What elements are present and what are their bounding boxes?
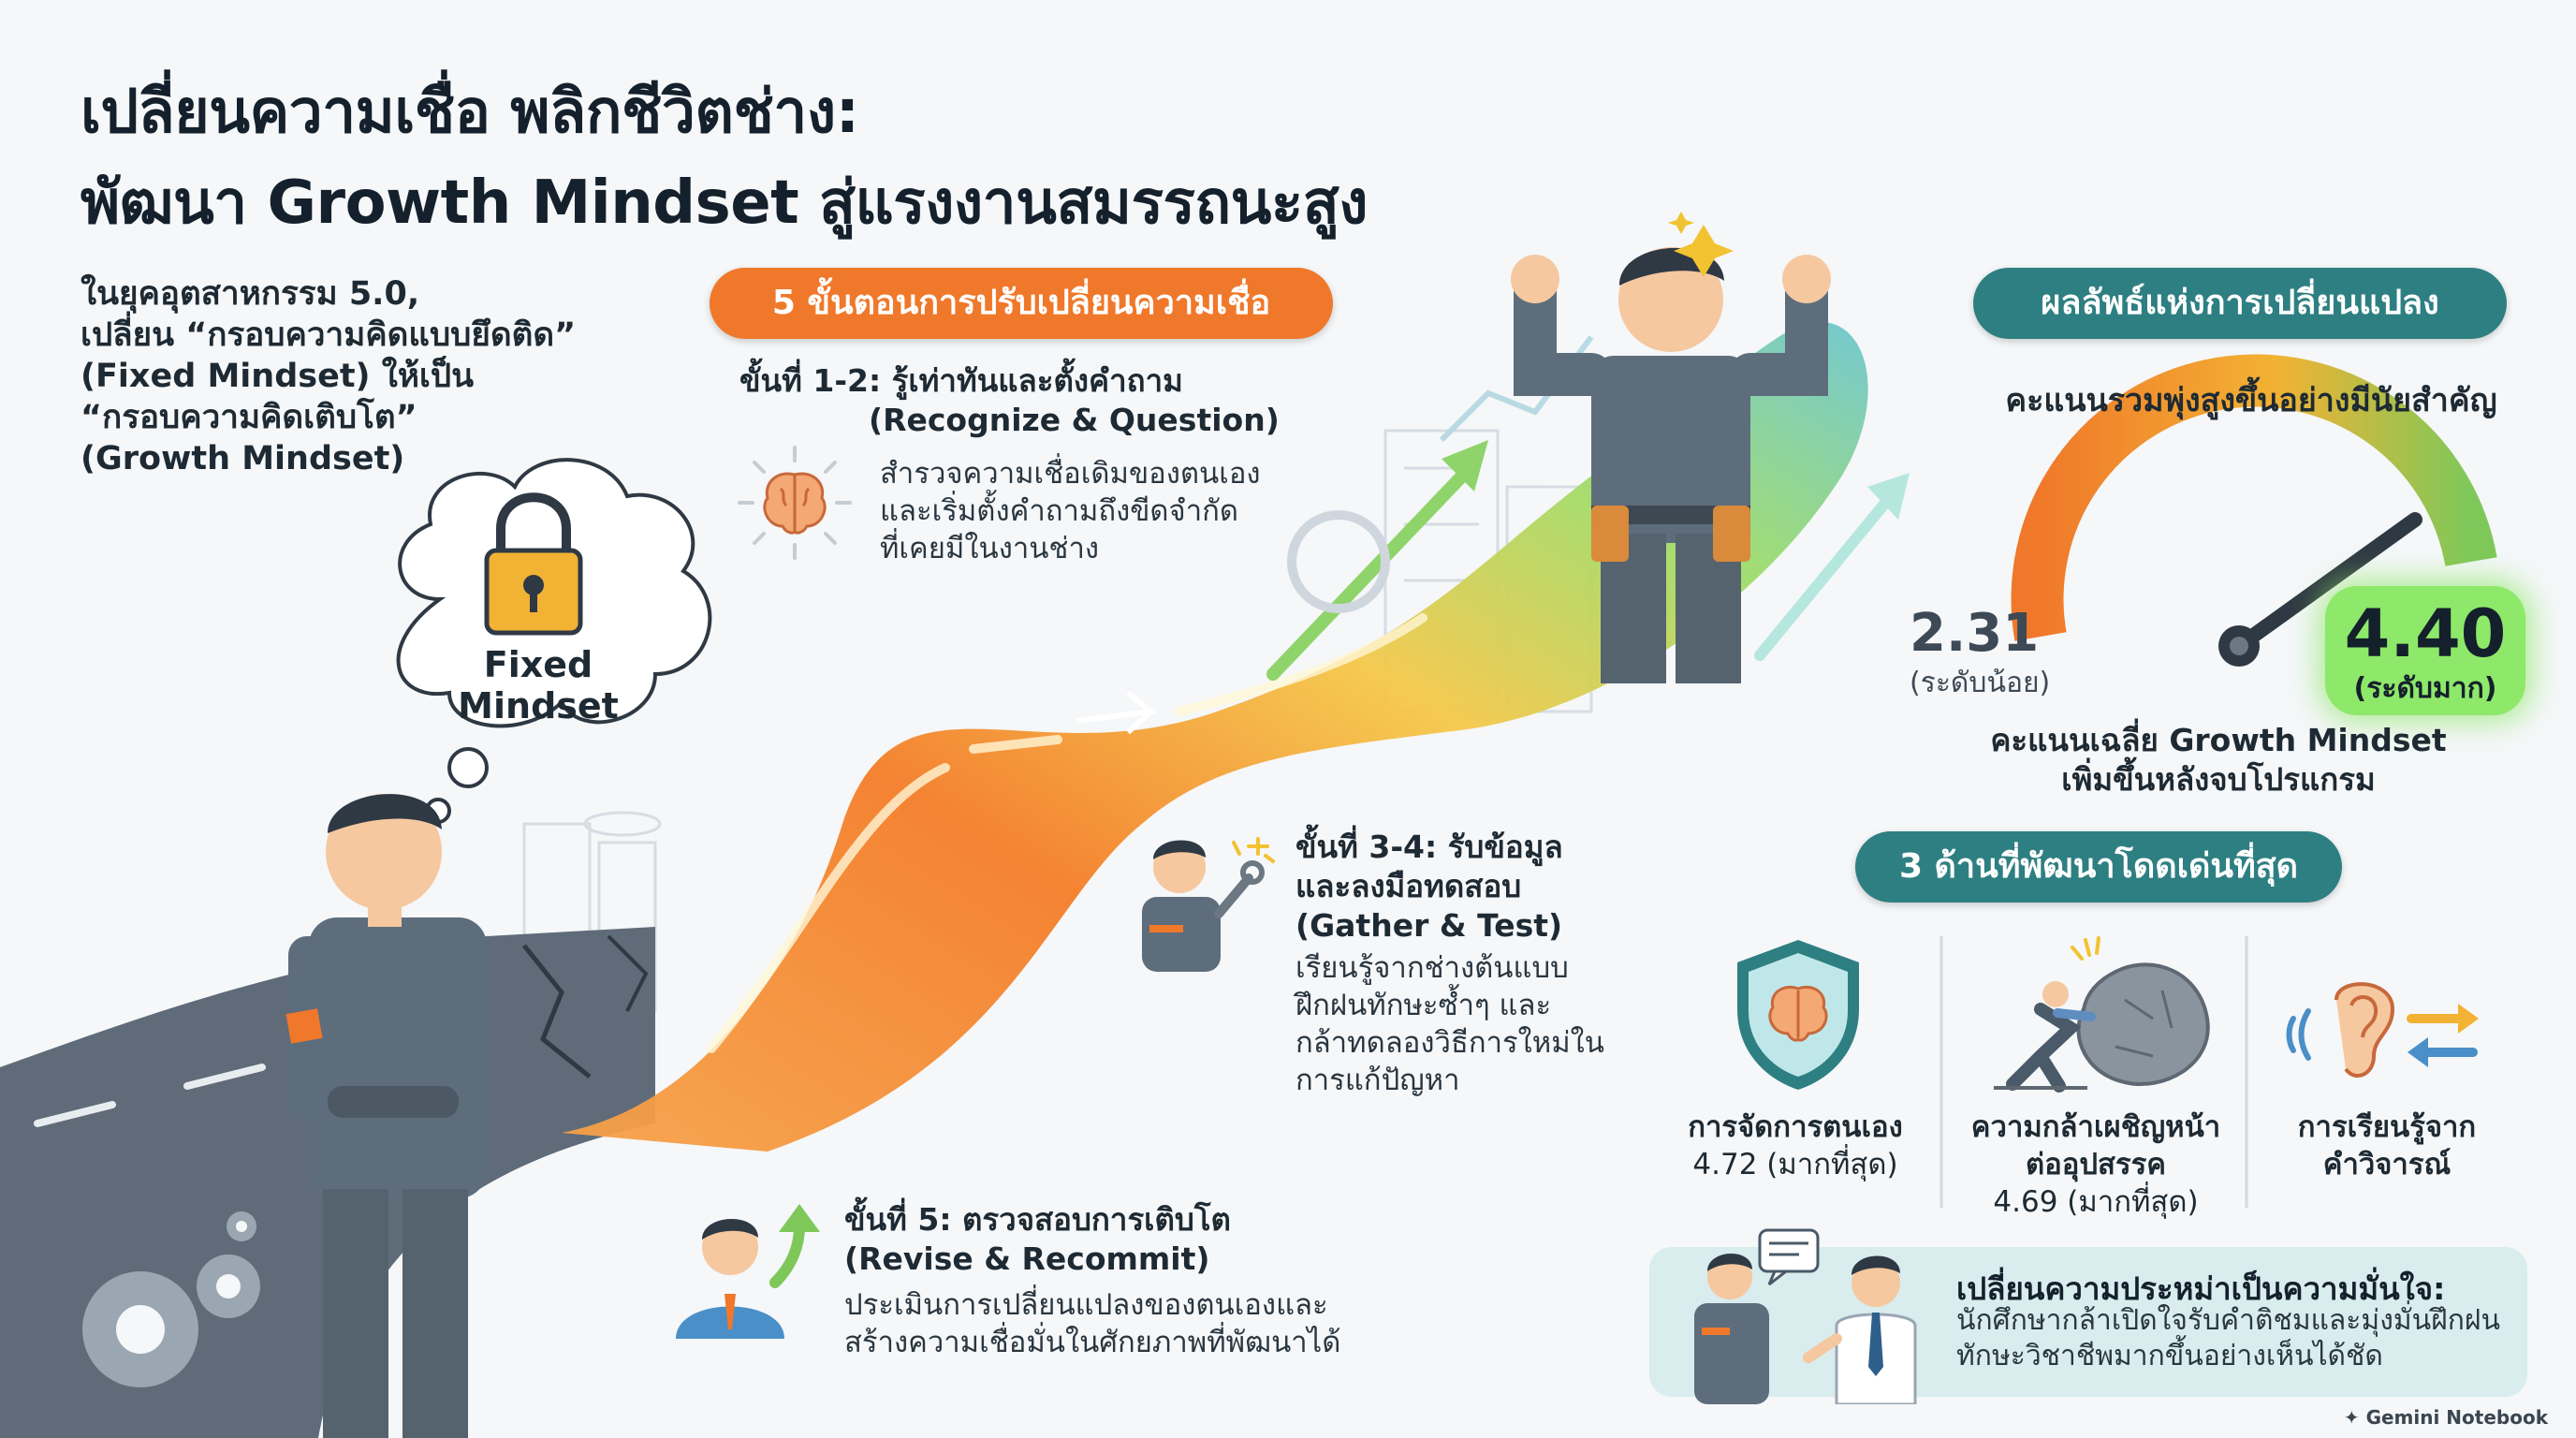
confidence-title: เปลี่ยนความประหม่าเป็นความมั่นใจ:	[1956, 1270, 2446, 1307]
mechanic-wrench-icon	[1142, 837, 1275, 972]
aspect-label: การเรียนรู้จาก	[2297, 1110, 2477, 1144]
gauge-caption-line: เพิ่มขึ้นหลังจบโปรแกรม	[2061, 761, 2376, 798]
step-body-line: ฝึกฝนทักษะซ้ำๆ และ	[1295, 989, 1552, 1022]
padlock-icon	[484, 492, 583, 636]
brain-icon	[738, 446, 852, 560]
aspect-label: คำวิจารณ์	[2322, 1148, 2452, 1181]
page-title-line1: เปลี่ยนความเชื่อ พลิกชีวิตช่าง:	[80, 78, 859, 147]
confidence-body-line: ทักษะวิชาชีพมากขึ้นอย่างเห็นได้ชัด	[1956, 1340, 2383, 1372]
step-body-line: เรียนรู้จากช่างต้นแบบ	[1295, 951, 1569, 985]
pushing-boulder-icon	[1994, 936, 2210, 1093]
intro-line: เปลี่ยน “กรอบความคิดแบบยึดติด”	[80, 316, 577, 354]
step-body-line: กล้าทดลองวิธีการใหม่ใน	[1295, 1026, 1604, 1060]
step-3-4-body: เรียนรู้จากช่างต้นแบบ ฝึกฝนทักษะซ้ำๆ และ…	[1295, 949, 1604, 1099]
fixed-mindset-cloud-label: Fixed Mindset	[402, 644, 674, 726]
step-body-line: ประเมินการเปลี่ยนแปลงของตนเองและ	[844, 1288, 1328, 1322]
step-title-line: ขั้นที่ 3-4: รับข้อมูล	[1295, 829, 1563, 865]
cloud-line: Mindset	[458, 685, 619, 726]
confidence-body-line: นักศึกษากล้าเปิดใจรับคำติชมและมุ่งมั่นฝึ…	[1956, 1304, 2500, 1337]
intro-line: “กรอบความคิดเติบโต”	[80, 399, 417, 436]
steps-header: 5 ขั้นตอนการปรับเปลี่ยนความเชื่อ	[710, 268, 1333, 339]
aspect-label: การจัดการตนเอง	[1688, 1110, 1903, 1144]
step-body-line: สร้างความเชื่อมั่นในศักยภาพที่พัฒนาได้	[844, 1326, 1341, 1359]
step-body-line: การแก้ปัญหา	[1295, 1064, 1460, 1097]
step-title-line: และลงมือทดสอบ	[1295, 868, 1522, 904]
aspect-label: ความกล้าเผชิญหน้า	[1970, 1110, 2221, 1144]
shield-brain-icon	[1737, 940, 1859, 1090]
aspect-score: 4.72 (มากที่สุด)	[1692, 1148, 1898, 1181]
intro-line: (Fixed Mindset) ให้เป็น	[80, 358, 474, 395]
intro-line: ในยุคอุตสาหกรรม 5.0,	[80, 275, 420, 313]
gauge-high-label: (ระดับมาก)	[2353, 672, 2497, 705]
page-title-line2: พัฒนา Growth Mindset สู่แรงงานสมรรถนะสูง	[80, 169, 1368, 238]
intro-line: (Growth Mindset)	[80, 440, 405, 477]
brand-text: Gemini Notebook	[2365, 1406, 2548, 1429]
gauge-low-label: (ระดับน้อย)	[1910, 667, 2051, 699]
gauge-caption: คะแนนเฉลี่ย Growth Mindset เพิ่มขึ้นหลัง…	[1956, 721, 2481, 800]
gauge-caption-line: คะแนนเฉลี่ย Growth Mindset	[1990, 722, 2447, 758]
step-title: ขั้นที่ 1-2: รู้เท่าทันและตั้งคำถาม (Rec…	[739, 361, 1280, 440]
aspect-courage: ความกล้าเผชิญหน้า ต่ออุปสรรค 4.69 (มากที…	[1951, 1108, 2241, 1221]
person-growth-arrow-icon	[676, 1204, 820, 1339]
brand-label: ✦ Gemini Notebook	[2344, 1406, 2548, 1429]
step-title-line: (Revise & Recommit)	[844, 1240, 1210, 1277]
step-title-line: ขั้นที่ 1-2: รู้เท่าทันและตั้งคำถาม	[739, 362, 1183, 399]
sparkle-icon: ✦	[2343, 1406, 2366, 1429]
aspect-label: ต่ออุปสรรค	[2025, 1148, 2166, 1181]
step-title-line: ขั้นที่ 5: ตรวจสอบการเติบโต	[844, 1201, 1231, 1238]
confidence-body: นักศึกษากล้าเปิดใจรับคำติชมและมุ่งมั่นฝึ…	[1956, 1303, 2500, 1374]
cloud-line: Fixed	[483, 644, 593, 685]
step-1-2-section: ขั้นที่ 1-2: รู้เท่าทันและตั้งคำถาม (Rec…	[739, 361, 1280, 440]
step-title-line: (Recognize & Question)	[869, 402, 1280, 438]
gauge-low-value: 2.31	[1910, 603, 2040, 664]
gauge-high-value: 4.40	[2344, 595, 2507, 672]
step-title-line: (Gather & Test)	[1295, 907, 1563, 944]
step-3-4-title: ขั้นที่ 3-4: รับข้อมูล และลงมือทดสอบ (Ga…	[1295, 828, 1563, 946]
step-body-line: สำรวจความเชื่อเดิมของตนเอง	[880, 457, 1261, 491]
step-5-title: ขั้นที่ 5: ตรวจสอบการเติบโต (Revise & Re…	[844, 1200, 1231, 1279]
results-header: ผลลัพธ์แห่งการเปลี่ยนแปลง	[1973, 268, 2507, 339]
gauge-subtitle: คะแนนรวมพุ่งสูงขึ้นอย่างมีนัยสำคัญ	[2005, 382, 2497, 419]
step-1-2-body: สำรวจความเชื่อเดิมของตนเอง และเริ่มตั้งค…	[880, 455, 1261, 567]
step-body-line: ที่เคยมีในงานช่าง	[880, 532, 1100, 565]
aspect-self-management: การจัดการตนเอง 4.72 (มากที่สุด)	[1655, 1108, 1936, 1183]
mentor-conversation-icon	[1694, 1228, 1917, 1404]
gauge-high-badge: 4.40 (ระดับมาก)	[2325, 586, 2525, 715]
aspect-learning-from-criticism: การเรียนรู้จาก คำวิจารณ์	[2247, 1108, 2527, 1183]
aspect-score: 4.69 (มากที่สุด)	[1993, 1185, 2199, 1219]
aspects-header: 3 ด้านที่พัฒนาโดดเด่นที่สุด	[1855, 831, 2342, 902]
ear-feedback-icon	[2286, 982, 2479, 1078]
intro-text: ในยุคอุตสาหกรรม 5.0, เปลี่ยน “กรอบความคิ…	[80, 273, 661, 479]
step-5-body: ประเมินการเปลี่ยนแปลงของตนเองและ สร้างคว…	[844, 1286, 1340, 1361]
step-body-line: และเริ่มตั้งคำถามถึงขีดจำกัด	[880, 494, 1239, 528]
